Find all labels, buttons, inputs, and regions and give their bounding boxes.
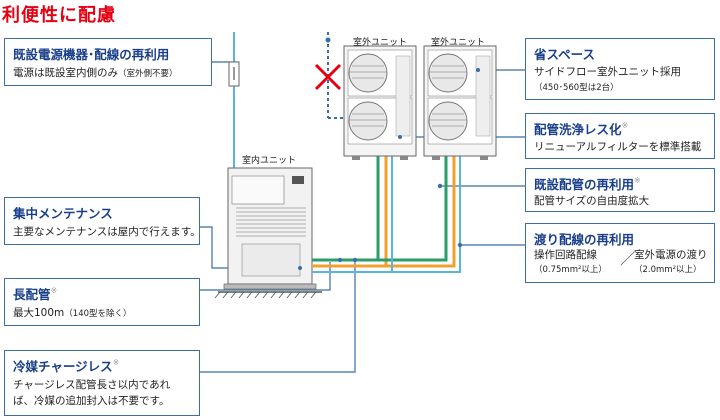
feature-title: 配管洗浄レス化: [534, 122, 622, 137]
crossover-wires: [312, 155, 461, 273]
feature-desc-line1: チャージレス配管長さ以内であれ: [13, 379, 171, 391]
feature-desc: 最大100m（140型を除く）: [13, 306, 132, 321]
wiring-slash: ／: [620, 250, 636, 268]
wire-node-dot: [457, 242, 463, 248]
indoor-unit-label: 室内ユニット: [242, 156, 297, 166]
feature-crossover-wiring: 渡り配線の再利用 操作回路配線 （0.75mm²以上） ／ 室外電源の渡り （2…: [525, 223, 715, 283]
pipe-gas-2: [378, 155, 448, 262]
feature-title-row: 冷媒チャージレス※: [13, 356, 119, 375]
feature-long-piping: 長配管※ 最大100m（140型を除く）: [4, 278, 200, 326]
feature-desc: サイドフロー室外ユニット採用: [534, 66, 681, 78]
power-wire: [228, 32, 240, 168]
wiring-op-line2: （0.75mm²以上）: [534, 265, 607, 275]
desc-note: （140型を除く）: [64, 309, 132, 319]
feature-desc: 配管サイズの自由度拡大: [534, 195, 650, 207]
outdoor-unit-2: [423, 45, 497, 160]
feature-desc-line2: ば、冷媒の追加封入は不要です。: [13, 395, 170, 407]
feature-note: （450･560型は2台）: [534, 83, 619, 93]
pipe-node-dot: [437, 183, 443, 189]
feature-desc: リニューアルフィルターを標準搭載: [534, 141, 702, 153]
wiring-op-line1: 操作回路配線: [534, 249, 597, 261]
feature-title: 既設電源機器･配線の再利用: [13, 47, 170, 62]
pipe-node-dot: [352, 257, 358, 263]
pipe-liquid-2: [386, 155, 456, 268]
note-mark: ※: [112, 358, 120, 367]
feature-existing-pipe: 既設配管の再利用※ 配管サイズの自由度拡大: [525, 168, 715, 212]
outdoor-unit-2-label: 室外ユニット: [431, 38, 486, 48]
feature-title-row: 既設配管の再利用※: [534, 174, 641, 193]
note-mark: ※: [50, 286, 58, 295]
feature-title: 省スペース: [534, 47, 596, 62]
note-mark: ※: [634, 176, 641, 185]
wire-outdoor-power-crossover: [392, 155, 461, 273]
feature-title-row: 長配管※: [13, 284, 57, 303]
feature-desc: 電源は既設室内側のみ（室外側不要）: [13, 66, 178, 81]
feature-title: 冷媒チャージレス: [13, 359, 113, 374]
outdoor-unit-1-label: 室外ユニット: [353, 38, 408, 48]
feature-pipe-cleaning: 配管洗浄レス化※ リニューアルフィルターを標準搭載: [525, 113, 715, 159]
note-mark: ※: [621, 121, 629, 130]
wiring-power-line1: 室外電源の渡り: [634, 249, 708, 261]
outdoor-unit-1: [343, 45, 417, 160]
wiring-power-line2: （2.0mm²以上）: [634, 265, 702, 275]
indoor-unit: [214, 167, 322, 299]
feature-title: 渡り配線の再利用: [534, 232, 635, 247]
page-title: 利便性に配慮: [2, 5, 116, 26]
feature-title: 長配管: [13, 287, 51, 302]
pipe-node-dot: [337, 257, 343, 263]
desc-note: （室外側不要）: [118, 69, 178, 79]
feature-existing-power: 既設電源機器･配線の再利用 電源は既設室内側のみ（室外側不要）: [4, 38, 212, 86]
wire-operation-circuit: [312, 155, 393, 273]
feature-space-saving: 省スペース サイドフロー室外ユニット採用 （450･560型は2台）: [525, 38, 715, 100]
feature-title: 集中メンテナンス: [13, 206, 113, 221]
feature-refrigerant-charge-less: 冷媒チャージレス※ チャージレス配管長さ以内であれ ば、冷媒の追加封入は不要です…: [4, 350, 200, 416]
pipe-gas-1: [312, 155, 380, 262]
feature-title-row: 配管洗浄レス化※: [534, 119, 628, 138]
cross-mark-icon: [314, 63, 342, 91]
feature-central-maintenance: 集中メンテナンス 主要なメンテナンスは屋内で行えます。: [4, 197, 201, 245]
desc-main: 電源は既設室内側のみ: [13, 67, 118, 79]
wire-end-dot: [325, 37, 331, 43]
feature-title: 既設配管の再利用: [534, 177, 635, 192]
pipes: [312, 155, 456, 268]
feature-desc: 主要なメンテナンスは屋内で行えます。: [13, 226, 201, 238]
leader-refrigerant-charge-less: [200, 262, 356, 373]
desc-main: 最大100m: [13, 307, 65, 319]
pipe-liquid-1: [312, 155, 388, 268]
